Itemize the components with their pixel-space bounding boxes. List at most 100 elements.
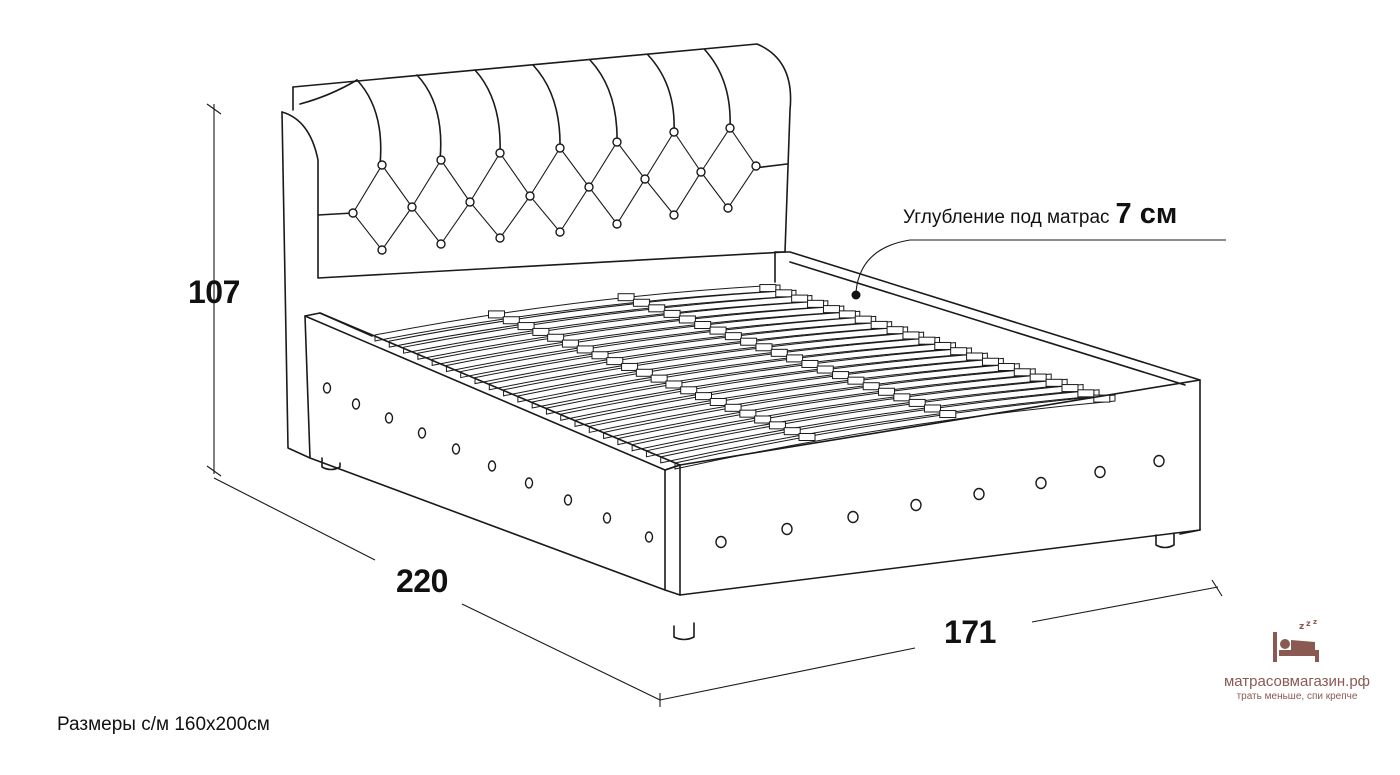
slat-holder xyxy=(1029,373,1047,382)
slat-holder xyxy=(775,289,793,298)
slat-holder xyxy=(981,357,999,366)
slat-holder xyxy=(783,427,801,436)
slat-base xyxy=(374,284,1116,470)
slat-holder xyxy=(816,365,834,374)
slat-holder xyxy=(801,359,819,368)
recess-callout-pointer xyxy=(851,239,1226,300)
slat-holder xyxy=(576,345,594,354)
headboard-panel-bottom xyxy=(281,111,786,279)
headboard-buttons xyxy=(348,123,761,255)
slat-holder xyxy=(939,410,957,419)
length-dimension-line-upper xyxy=(213,477,376,561)
slat-holder xyxy=(966,352,984,361)
slat-holder xyxy=(918,336,936,345)
brand-tagline: трать меньше, спи крепче xyxy=(1236,691,1358,702)
slat-holder xyxy=(606,357,624,366)
bed-legs xyxy=(321,457,1175,641)
slat-holder xyxy=(786,354,804,363)
dimension-lines xyxy=(206,103,1223,707)
slat-holder xyxy=(709,397,727,406)
slat-holder xyxy=(694,321,712,330)
slat-holder xyxy=(768,421,786,430)
sleeping-bed-icon: z z z xyxy=(1273,618,1319,662)
slat-holder xyxy=(740,337,758,346)
slat-holder xyxy=(632,298,650,307)
slat-holder xyxy=(997,363,1015,372)
width-dimension-line-right xyxy=(1031,586,1219,623)
slat-holder xyxy=(488,310,505,319)
brand-name: матрасовмагазин.рф xyxy=(1223,673,1371,690)
svg-text:z: z xyxy=(1306,620,1311,628)
slat-holder xyxy=(1061,384,1079,393)
slat-holder xyxy=(502,316,520,325)
slat-holder xyxy=(854,315,872,324)
headboard-top-edge xyxy=(292,43,792,253)
slat-holder xyxy=(886,326,904,335)
slat-holder xyxy=(770,348,788,357)
svg-text:z: z xyxy=(1299,622,1304,632)
slat-holder xyxy=(724,403,742,412)
slat-holder xyxy=(739,409,757,418)
slat-holder xyxy=(695,392,712,401)
slat-holder xyxy=(878,387,896,396)
slat-holder xyxy=(617,293,635,302)
length-label: 220 xyxy=(396,563,448,599)
slat-holder xyxy=(1077,389,1095,398)
slat-holder xyxy=(893,393,911,402)
width-label: 171 xyxy=(944,614,996,650)
footboard xyxy=(664,379,1201,596)
slat-holder xyxy=(807,299,825,308)
width-dimension-line-left xyxy=(659,647,916,701)
slat-holder xyxy=(678,315,696,324)
slat-holder xyxy=(822,305,840,314)
slat-holder xyxy=(754,415,772,424)
slat-holder xyxy=(621,362,639,371)
slat-holder xyxy=(902,331,920,340)
slat-holder xyxy=(517,322,535,331)
left-side-rail xyxy=(304,312,681,591)
slat-holder xyxy=(1013,368,1031,377)
slat-holder xyxy=(532,327,550,336)
left-rail-buttons xyxy=(322,382,654,543)
slat-holder xyxy=(1093,394,1111,403)
slat-holder xyxy=(755,343,773,352)
slat-holder xyxy=(908,398,926,407)
headboard xyxy=(281,43,792,459)
slat-holder xyxy=(650,374,668,383)
sleeping-area-caption: Размеры с/м 160х200см xyxy=(57,714,270,735)
footboard-buttons xyxy=(715,454,1165,549)
slat-holder xyxy=(950,347,968,356)
slat-holder xyxy=(838,310,856,319)
slat-holder xyxy=(934,341,952,350)
slat-holder xyxy=(561,339,579,348)
slat-holder xyxy=(870,320,888,329)
slat-holder xyxy=(923,404,941,413)
slat-holder xyxy=(724,332,742,341)
callout-value: 7 см xyxy=(1115,198,1178,230)
height-label: 107 xyxy=(188,274,240,310)
slat-holder xyxy=(665,380,683,389)
slat-holder xyxy=(862,382,880,391)
callout-text: Углубление под матрас xyxy=(903,207,1110,228)
slat-holder xyxy=(798,433,816,442)
slat-holder xyxy=(1045,378,1063,387)
slat-holder xyxy=(709,326,727,335)
slat-holder xyxy=(547,333,565,342)
callout-dot xyxy=(851,290,861,300)
length-dimension-line-lower xyxy=(461,603,661,701)
slat-holder xyxy=(591,351,609,360)
slat-holder xyxy=(663,309,681,318)
slat-holder xyxy=(791,294,809,303)
slat-holder xyxy=(759,284,777,293)
slat xyxy=(674,394,1116,470)
slat-holder xyxy=(635,368,653,377)
slat-holder xyxy=(648,304,666,313)
slat-holder xyxy=(680,386,698,395)
slat-holder xyxy=(847,376,865,385)
brand-logo: z z z матрасовмагазин.рф трать меньше, с… xyxy=(1212,618,1382,702)
svg-text:z: z xyxy=(1313,620,1317,626)
slat-holder xyxy=(832,371,850,380)
